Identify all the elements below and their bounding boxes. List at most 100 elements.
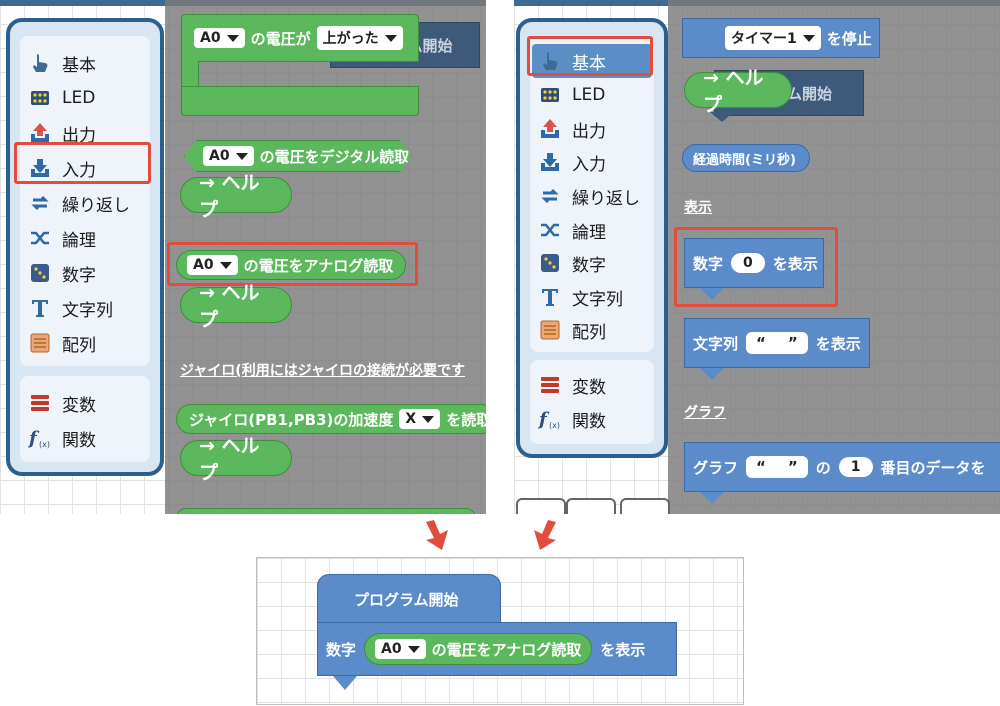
category-item[interactable]: 繰り返し	[22, 186, 148, 220]
control-button-partial[interactable]	[620, 498, 670, 514]
gyro-read-suffix: を読取	[446, 410, 486, 429]
highlight-analog-read	[167, 242, 418, 286]
control-button-partial[interactable]	[566, 498, 616, 514]
category-item[interactable]: 論理	[22, 221, 148, 255]
category-label: 変数	[62, 395, 96, 416]
text-t-icon	[538, 285, 562, 309]
voltage-event-block-bottom	[181, 86, 419, 116]
pin-dropdown[interactable]: A0	[203, 146, 254, 166]
category-label: 数字	[62, 265, 96, 286]
block-notch	[700, 492, 724, 504]
svg-text:(x): (x)	[549, 421, 560, 430]
pin-dropdown[interactable]: A0	[194, 28, 245, 48]
category-item[interactable]: f(x)関数	[22, 421, 96, 455]
category-item[interactable]: 出力	[532, 112, 652, 146]
string-value-field[interactable]: “”	[746, 332, 808, 354]
graph-of: の	[815, 458, 831, 477]
category-item[interactable]: 繰り返し	[532, 179, 652, 213]
help-button[interactable]: → ヘルプ	[180, 172, 292, 221]
highlight-basic-category	[527, 36, 653, 76]
help-label: → ヘルプ	[199, 172, 260, 221]
category-label: LED	[62, 88, 96, 108]
timer-dropdown[interactable]: タイマー1	[725, 26, 821, 50]
category-item[interactable]: 文字列	[532, 280, 652, 314]
category-label: 繰り返し	[62, 195, 130, 216]
category-item[interactable]: 配列	[532, 313, 652, 347]
download-tray-icon	[538, 150, 562, 174]
number-value-field[interactable]: 0	[731, 253, 765, 273]
graph-suffix: 番目のデータを	[880, 458, 986, 477]
voltage-event-text: の電圧が	[250, 29, 311, 48]
category-label: 論理	[572, 222, 606, 243]
category-label: 入力	[62, 160, 96, 181]
help-button[interactable]: → ヘルプ	[684, 67, 792, 116]
help-button[interactable]: → ヘルプ	[180, 282, 292, 331]
pin-dropdown[interactable]: A0	[375, 639, 426, 659]
direction-dropdown[interactable]: 上がった	[316, 26, 403, 50]
chevron-down-icon	[219, 261, 232, 269]
timer-stop-text: を停止	[826, 29, 872, 48]
right-screenshot-panel: ム開始 タイマー1 を停止 → ヘルプ 経過時間(ミリ秒) 表示 数字 0 を表…	[514, 0, 1000, 514]
category-item[interactable]: 基本	[22, 46, 148, 80]
function-icon: f(x)	[538, 407, 562, 431]
help-label: → ヘルプ	[703, 67, 764, 116]
show-number-prefix: 数字	[326, 640, 357, 659]
shuffle-icon	[28, 226, 52, 250]
category-item[interactable]: 出力	[22, 116, 148, 150]
array-icon	[538, 318, 562, 342]
graph-index-field[interactable]: 1	[838, 457, 873, 477]
category-item[interactable]: 論理	[532, 213, 652, 247]
chevron-down-icon	[422, 415, 435, 423]
voltage-event-block[interactable]: A0 の電圧が 上がった	[181, 14, 419, 62]
show-string-block[interactable]: 文字列 “” を表示	[684, 318, 870, 368]
chevron-down-icon	[384, 34, 397, 42]
category-label: 繰り返し	[572, 188, 640, 209]
graph-block[interactable]: グラフ “” の 1 番目のデータを	[684, 442, 1000, 492]
result-panel: プログラム開始 数字 A0 の電圧をアナログ読取 を表示	[256, 557, 744, 705]
gyro-read-block[interactable]: ジャイロ(PB1,PB3)の加速度 X を読取	[176, 404, 486, 434]
elapsed-time-block[interactable]: 経過時間(ミリ秒)	[682, 144, 810, 172]
pin-dropdown[interactable]: A0	[187, 255, 238, 275]
upload-tray-icon	[28, 121, 52, 145]
category-label: 出力	[62, 125, 96, 146]
category-item[interactable]: LED	[22, 81, 148, 115]
digital-read-block[interactable]: A0 の電圧をデジタル読取	[184, 140, 412, 172]
control-button-partial[interactable]	[516, 498, 566, 514]
analog-read-block[interactable]: A0 の電圧をアナログ読取	[176, 250, 406, 280]
category-item[interactable]: 基本	[532, 44, 652, 78]
category-label: LED	[572, 85, 606, 105]
shuffle-icon	[538, 218, 562, 242]
chevron-down-icon	[407, 645, 420, 653]
category-item[interactable]: 変数	[22, 386, 96, 420]
timer-stop-block[interactable]: タイマー1 を停止	[682, 18, 880, 58]
analog-read-block[interactable]: A0 の電圧をアナログ読取	[364, 633, 593, 665]
chevron-down-icon	[802, 34, 815, 42]
show-number-block[interactable]: 数字 0 を表示	[684, 238, 824, 288]
category-item[interactable]: 入力	[532, 145, 652, 179]
category-item[interactable]: 数字	[532, 246, 652, 280]
graph-string-field[interactable]: “”	[746, 456, 808, 478]
category-item[interactable]: LED	[532, 78, 652, 112]
category-item[interactable]: 入力	[22, 151, 148, 185]
loop-icon	[538, 184, 562, 208]
highlight-show-number	[674, 227, 838, 307]
category-item[interactable]: 配列	[22, 326, 148, 360]
help-button[interactable]: → ヘルプ	[180, 435, 292, 484]
block-notch	[700, 368, 724, 380]
axis-dropdown[interactable]: X	[399, 409, 441, 429]
category-item[interactable]: 文字列	[22, 291, 148, 325]
upload-tray-icon	[538, 117, 562, 141]
analog-read-text: の電圧をアナログ読取	[431, 640, 582, 659]
block-notch	[710, 112, 734, 122]
voltage-event-block-side	[181, 61, 199, 87]
text-t-icon	[28, 296, 52, 320]
hand-icon	[538, 49, 562, 73]
category-item[interactable]: 変数	[532, 368, 606, 402]
show-number-block[interactable]: 数字 A0 の電圧をアナログ読取 を表示	[317, 622, 677, 676]
help-label: → ヘルプ	[199, 282, 260, 331]
category-label: 論理	[62, 230, 96, 251]
stack-icon	[538, 373, 562, 397]
program-start-block[interactable]: プログラム開始	[317, 574, 501, 624]
category-item[interactable]: 数字	[22, 256, 148, 290]
category-item[interactable]: f(x)関数	[532, 402, 606, 436]
